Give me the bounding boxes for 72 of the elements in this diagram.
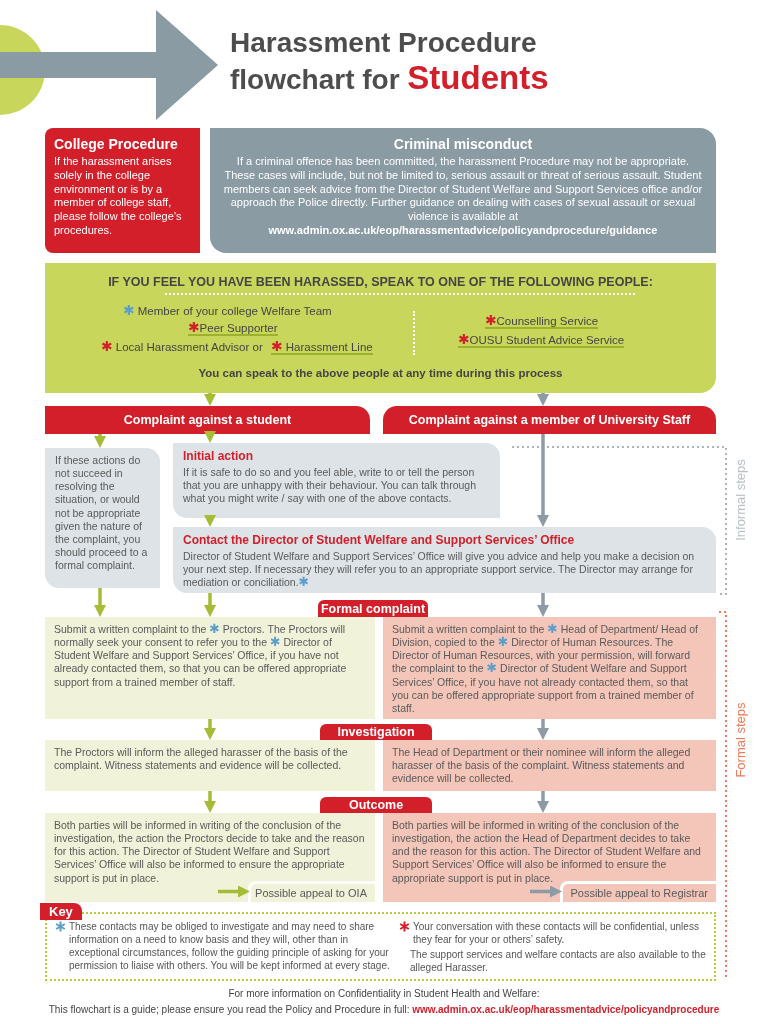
- stage-title: Outcome: [348, 798, 404, 812]
- stage-tab: [320, 724, 432, 740]
- flow-arrow: [204, 593, 216, 617]
- flow-arrow: [218, 885, 250, 898]
- appeal-box: [560, 881, 716, 902]
- step-box: [45, 448, 160, 588]
- key-text: Your conversation with these contacts will be confidential, unless they fear for your or others’ safety.: [413, 920, 700, 946]
- flow-arrow: [530, 885, 562, 898]
- flow-arrow: [204, 393, 216, 406]
- box-text: Both parties will be informed in writing of the conclusion of the investigation, the action the Head of Department decides to take and the reason for this action. The Director of Student Welfare and Support Services’ Office will also be informed to ensure the appropriate support is put in place.: [392, 819, 702, 885]
- flow-arrow: [537, 719, 549, 740]
- box-heading: Contact the Director of Student Welfare and Support Services’ Office: [183, 533, 576, 547]
- key-text: These contacts may be obliged to investigate and may need to share information on a need to know basis and they will, other than in exceptional circumstances, follow the guiding principle of asking for your permission to liaise with others. You will be kept informed at every stage.: [69, 920, 390, 972]
- footer-note: For more information on Confidentiality in Student Health and Welfare:: [227, 988, 541, 999]
- info-box: [45, 128, 200, 253]
- flow-arrow: [94, 434, 106, 448]
- step-box: [45, 740, 375, 791]
- footer-note: This flowchart is a guide; please ensure you read the Policy and Procedure in full: www.admin.ox.ac.uk/eop/harassmentadvice/policyandprocedure: [47, 1004, 721, 1015]
- appeal-text: Possible appeal to OIA: [255, 887, 367, 899]
- contact-name: ✱Peer Supporter: [188, 322, 278, 336]
- flow-arrow: [537, 393, 549, 406]
- panel-heading: IF YOU FEEL YOU HAVE BEEN HARASSED, SPEAK TO ONE OF THE FOLLOWING PEOPLE:: [107, 275, 654, 289]
- box-text: If a criminal offence has been committed, the harassment Procedure may not be appropriate. These cases will include, but not be limited to, serious assault or threat of serious assault. Student members can seek advice from the Director of Student Welfare and Support Services office and/or approach the Police directly. Further guidance on dealing with cases of sexual assault or sexual violence is available at www.admin.ox.ac.uk/eop/harassmentadvice/policyandprocedure/guidance: [222, 155, 704, 238]
- stage-title: Investigation: [337, 725, 415, 739]
- flow-arrow: [204, 515, 216, 527]
- appeal-text: Possible appeal to Registrar: [570, 887, 708, 899]
- contacts-panel: [45, 263, 716, 393]
- box-heading: College Procedure: [54, 136, 179, 152]
- info-box: [210, 128, 716, 253]
- section-label: Formal steps: [733, 701, 749, 780]
- stage-tab: [320, 797, 432, 813]
- step-box: [173, 443, 500, 518]
- box-text: Submit a written complaint to the ✱ Head of Department/ Head of Division, copied to the ✱ Director of Human Resources. The Director of Human Resources, with your permission, will forward the complaint to the ✱ Director of Student Welfare and Support Services’ Office, if you have not already contacted them, so that you can be offered appropriate support from a trained member of staff.: [392, 623, 699, 715]
- section-banner: [383, 406, 716, 434]
- box-text: The Head of Department or their nominee will inform the alleged harasser of the basis of the complaint. Witness statements and evidence will be collected.: [392, 746, 692, 786]
- box-heading: Criminal misconduct: [392, 136, 534, 152]
- section-title: Complaint against a student: [123, 413, 292, 427]
- contact-name: ✱ Harassment Line: [271, 341, 373, 355]
- step-box: [45, 813, 375, 902]
- section-label: Informal steps: [733, 458, 749, 543]
- flow-arrow: [537, 791, 549, 813]
- appeal-box: [248, 881, 375, 902]
- contact-name: ✱ Member of your college Welfare Team: [123, 305, 332, 317]
- flow-arrow: [204, 719, 216, 740]
- contact-name: ✱ Local Harassment Advisor or: [101, 341, 263, 353]
- step-box: [383, 740, 716, 791]
- flow-arrow: [537, 593, 549, 617]
- box-text: Director of Student Welfare and Support Services’ Office will give you advice and help you make a decision on your next step. If necessary they will refer you to an appropriate support service. The Director may arrange for mediation or conciliation.✱: [183, 550, 696, 590]
- key-note: The support services and welfare contacts are also available to the alleged Harasser.: [410, 948, 707, 974]
- step-box: [45, 617, 375, 719]
- step-box: [383, 617, 716, 719]
- flow-arrow: [204, 791, 216, 813]
- box-text: If it is safe to do so and you feel able, write to or tell the person that you are unhappy with their behaviour. You can talk through what you might write / say with one of the above contacts.: [183, 466, 478, 506]
- stage-title: Formal complaint: [320, 601, 426, 616]
- page-title: Harassment Procedure flowchart for Students: [230, 26, 550, 98]
- box-text: Submit a written complaint to the ✱ Proctors. The Proctors will normally seek your consent to refer you to the ✱ Director of Student Welfare and Support Services’ Office, if you have not already contacted them, so that you can be offered appropriate support from a trained member of staff.: [54, 623, 348, 689]
- flow-arrow: [537, 434, 549, 527]
- step-box: [383, 813, 716, 902]
- box-text: If these actions do not succeed in resolving the situation, or would not be appropriate given the nature of the complaint, you should proceed to a formal complaint.: [55, 454, 149, 573]
- key-tab: Key: [40, 903, 82, 920]
- contact-name: ✱OUSU Student Advice Service: [458, 334, 625, 348]
- box-text: Both parties will be informed in writing of the conclusion of the investigation, the action the Proctors decide to take and the reason for this action. The Director of Student Welfare and Support Services’ Office will also be informed to ensure the appropriate support is put in place.: [54, 819, 366, 885]
- box-text: The Proctors will inform the alleged harasser of the basis of the complaint. Witness statements and evidence will be collected.: [54, 746, 349, 773]
- flow-arrow: [94, 588, 106, 617]
- section-banner: [45, 406, 370, 434]
- contact-name: ✱Counselling Service: [485, 315, 599, 329]
- section-title: Complaint against a member of University Staff: [408, 413, 691, 427]
- flow-arrow: [204, 431, 216, 443]
- step-box: [173, 527, 716, 593]
- box-heading: Initial action: [183, 449, 254, 463]
- panel-note: You can speak to the above people at any time during this process: [197, 367, 564, 379]
- box-text: If the harassment arises solely in the college environment or is by a member of college staff, please follow the college’s procedures.: [54, 155, 183, 238]
